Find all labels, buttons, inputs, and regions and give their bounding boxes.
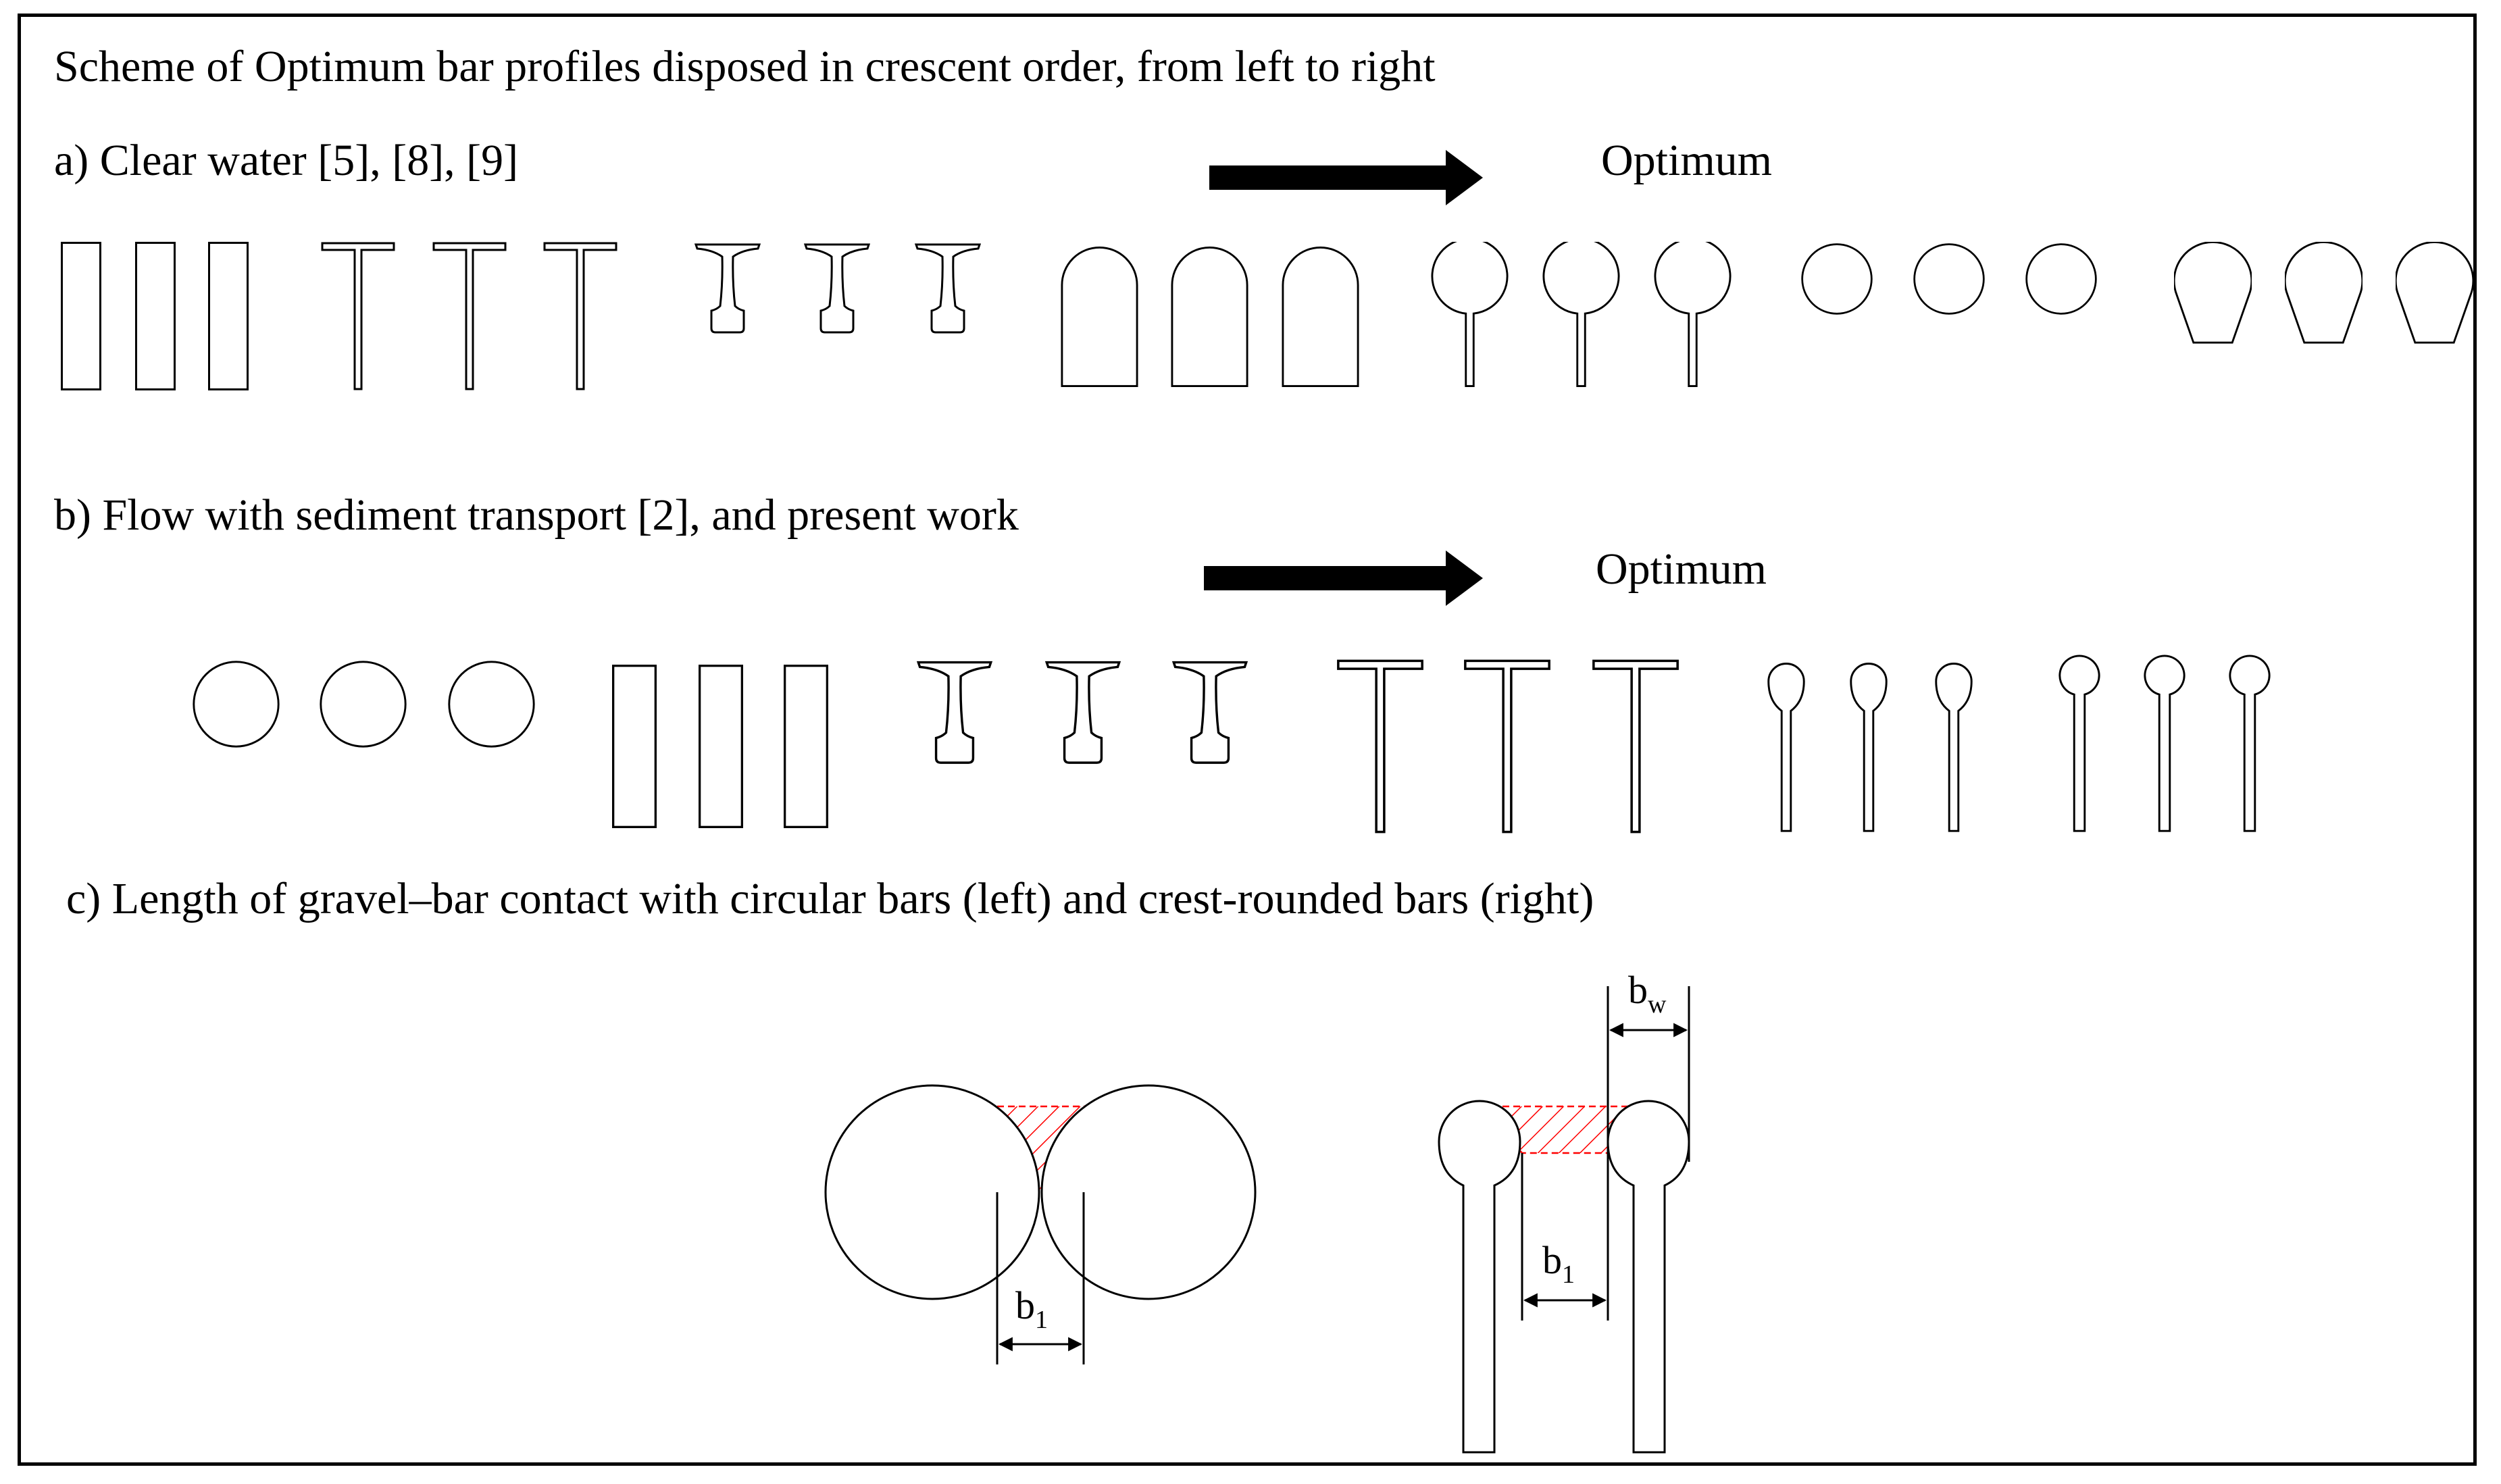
keyhole-bar-small-head [2058,655,2100,832]
t-bar [432,242,507,390]
circular-bar-left-a [824,1084,1040,1300]
i-bar [915,243,981,334]
rectangular-bar [61,242,101,390]
crest-rounded-bar-right-b [1607,1100,1690,1454]
t-bar-group [1337,659,1679,834]
rectangular-bar-group [612,664,828,829]
circular-bar [320,661,407,748]
i-bar [804,243,870,334]
circular-bar [2025,243,2097,315]
keyhole-bar-small-head [2144,655,2186,832]
keyhole-bar-small-head [2229,655,2271,832]
panel-a-caption: a) Clear water [5], [8], [9] [54,136,519,185]
rectangular-bar [135,242,176,390]
t-bar [1337,659,1423,834]
figure-title: Scheme of Optimum bar profiles disposed … [54,42,1436,91]
keyhole-bar [1431,242,1509,387]
circular-bar [448,661,535,748]
panel-b-caption: b) Flow with sediment transport [2], and… [54,490,1019,540]
keyhole-bar [1542,242,1620,387]
i-bar-group [917,661,1248,765]
panel-a-optimum-label: Optimum [1601,136,1773,185]
i-bar [917,661,992,765]
i-bar-group [694,243,981,334]
panel-b-profiles [193,655,2271,834]
panel-b-optimum-label: Optimum [1596,544,1767,594]
t-bar [321,242,395,390]
trapezoidal-rounded-bar [2396,242,2473,344]
t-bar [1464,659,1550,834]
dim-b1-left-label: b1 [1015,1283,1048,1334]
circular-bar-group [193,661,535,748]
crest-rounded-bar-right-a [1438,1100,1521,1454]
rectangular-bar [784,664,828,829]
panel-c-crest-rounded-contact: b1 bw [1438,968,1690,1454]
rectangular-bar [612,664,657,829]
panel-c-circular-contact: b1 [824,1084,1257,1364]
crest-rounded-bar [1061,246,1138,387]
keyhole-bar-large-head-group [1767,663,1973,832]
rectangular-bar-group [61,242,249,390]
panel-b-arrow-icon [1204,551,1483,606]
keyhole-bar [1654,242,1732,387]
rectangular-bar [699,664,743,829]
keyhole-bar-group [1431,242,1732,387]
circular-bar-left-b [1040,1084,1257,1300]
trapezoidal-rounded-bar-group [2174,242,2473,344]
trapezoidal-rounded-bar [2174,242,2252,344]
dim-b1-right-label: b1 [1542,1238,1575,1289]
crest-rounded-bar [1282,246,1359,387]
keyhole-bar-large-head [1850,663,1888,832]
keyhole-bar-large-head [1935,663,1973,832]
circular-bar-group [1801,243,2097,315]
i-bar [1172,661,1248,765]
i-bar [694,243,761,334]
keyhole-bar-small-head-group [2058,655,2271,832]
keyhole-bar-large-head [1767,663,1805,832]
crest-rounded-bar-group [1061,246,1359,387]
t-bar-group [321,242,617,390]
crest-rounded-bar [1171,246,1248,387]
t-bar [543,242,617,390]
circular-bar [1913,243,1985,315]
i-bar [1045,661,1121,765]
trapezoidal-rounded-bar [2285,242,2363,344]
rectangular-bar [208,242,249,390]
panel-a-arrow-icon [1209,150,1483,205]
circular-bar [1801,243,1873,315]
panel-a-profiles [61,242,2473,390]
circular-bar [193,661,280,748]
t-bar [1592,659,1679,834]
dim-bw-label: bw [1628,968,1667,1019]
panel-c-caption: c) Length of gravel–bar contact with cir… [66,874,1594,923]
figure-frame [18,14,2477,1466]
